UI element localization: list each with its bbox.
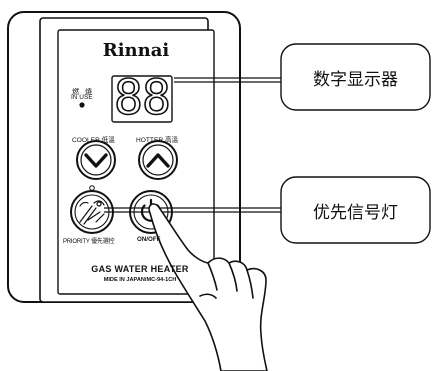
in-use-label-en: IN USE (71, 94, 93, 101)
pointing-hand-icon (148, 203, 268, 371)
chevron-up-icon (146, 153, 170, 168)
display-digit-1: 8 (113, 70, 144, 126)
priority-button[interactable] (70, 190, 114, 234)
callout-display-text: 数字显示器 (313, 69, 398, 90)
in-use-label-zh: 燃 燒 (72, 89, 94, 96)
chevron-down-icon (84, 153, 108, 168)
priority-indicator-lamp (89, 185, 95, 191)
cooler-label: COOLER 低溫 (72, 137, 115, 144)
cooler-button[interactable] (76, 140, 116, 180)
leader-line-display (174, 77, 281, 83)
priority-control-icon (79, 200, 105, 225)
callout-box-display (280, 43, 431, 111)
hotter-label: HOTTER 高溫 (136, 137, 179, 144)
onoff-label: ON/OFF (137, 236, 161, 243)
callout-priority-light-text: 优先信号灯 (313, 202, 398, 223)
in-use-led-icon (79, 102, 85, 108)
leader-line-priority (104, 207, 281, 213)
hotter-button[interactable] (138, 140, 178, 180)
made-in-label: MIDE IN JAPAN/MC-94-1CH (103, 277, 177, 283)
display-digit-2: 8 (141, 70, 172, 126)
digital-display (111, 75, 173, 123)
brand-logo: Rinnai (102, 40, 170, 61)
callout-box-priority (280, 176, 431, 244)
priority-label: PRIORITY 優先選控 (63, 239, 115, 245)
product-name: GAS WATER HEATER (91, 264, 189, 274)
